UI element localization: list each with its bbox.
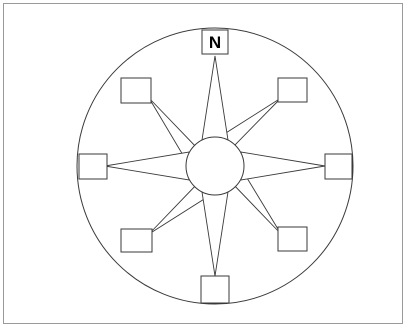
point-north: [202, 56, 228, 140]
northwest-label-box[interactable]: [121, 78, 151, 103]
north-label: N: [209, 33, 221, 52]
point-west: [105, 152, 189, 180]
northeast-label-box[interactable]: [278, 78, 307, 102]
point-south: [202, 192, 228, 276]
south-label-box[interactable]: [201, 276, 229, 303]
southwest-label-box[interactable]: [121, 229, 152, 252]
point-east: [241, 152, 325, 180]
inner-circle: [186, 137, 244, 195]
west-label-box[interactable]: [79, 154, 107, 179]
east-label-box[interactable]: [325, 154, 352, 179]
southeast-label-box[interactable]: [278, 227, 307, 251]
